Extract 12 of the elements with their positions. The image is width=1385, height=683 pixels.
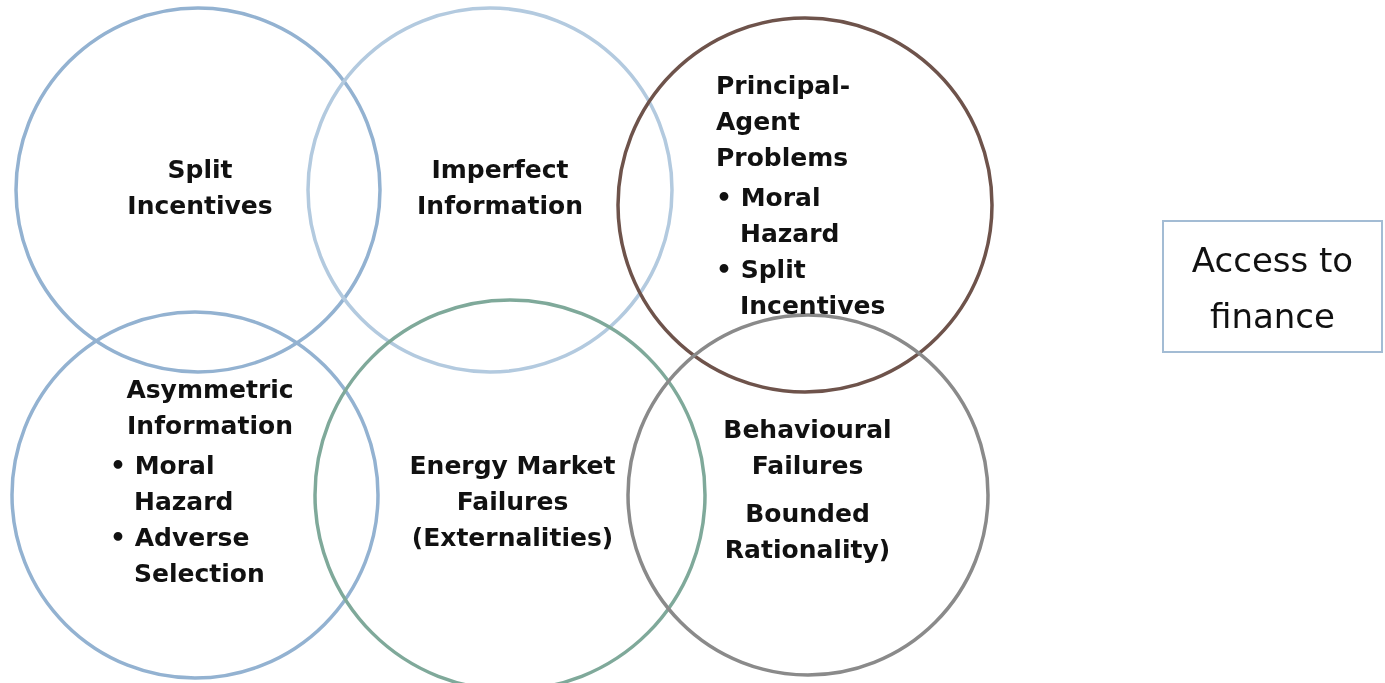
circle-text: Bounded Rationality)	[723, 498, 892, 566]
bullet-item: • Moral Hazard	[716, 182, 841, 250]
bullet-item: • Moral Hazard	[110, 450, 235, 518]
circle-title: Split Incentives	[126, 154, 274, 222]
bullet-item: • Adverse Selection	[110, 522, 266, 590]
circle-title: Behavioural Failures	[722, 414, 893, 482]
circle-title: Imperfect Information	[416, 154, 584, 222]
circle-title: Principal-Agent Problems	[716, 70, 852, 174]
label-box: Access to finance	[1162, 220, 1383, 353]
bullet-item: • Split Incentives	[716, 254, 887, 322]
circle-title: Energy Market Failures (Externalities)	[408, 450, 617, 554]
circle-title: Asymmetric Information	[125, 374, 295, 442]
